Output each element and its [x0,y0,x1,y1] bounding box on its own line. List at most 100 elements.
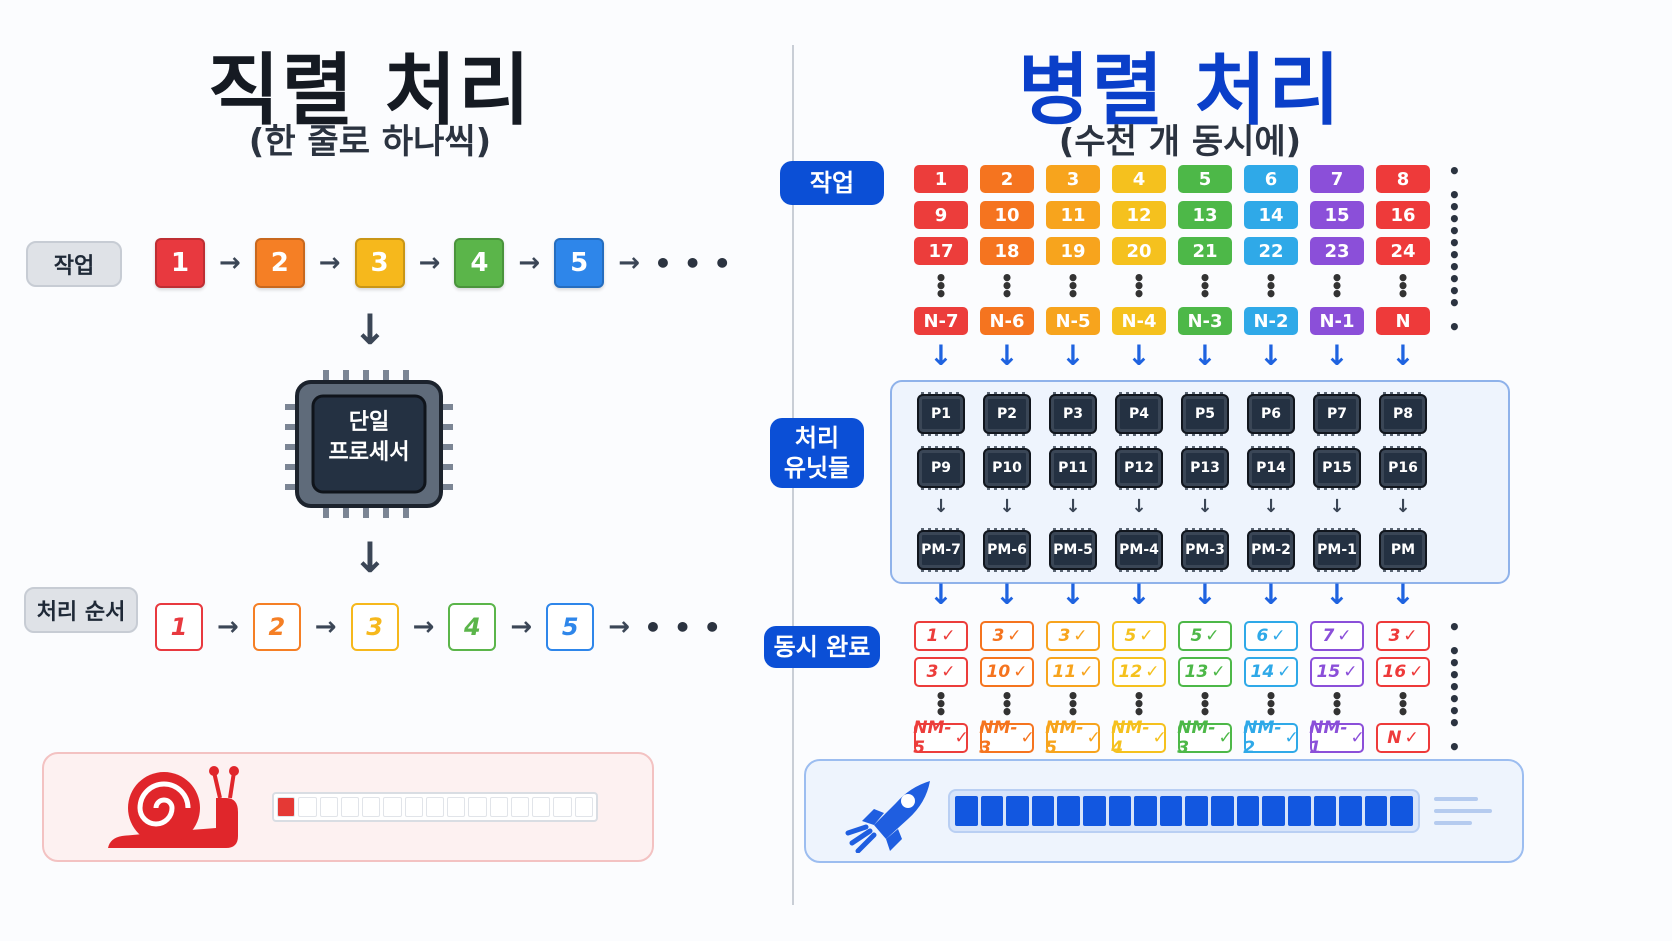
down-arrow-icon: ↓ [995,578,1019,611]
ellipsis: • • • [1448,195,1462,267]
cpu-chip-icon: P10 [983,448,1031,488]
grid-row: 1✓3✓3✓5✓5✓6✓7✓3✓ [914,621,1430,651]
arrow-right-icon: → [608,612,630,642]
progress-segment [1390,796,1413,826]
task-tile: 23 [1310,237,1364,265]
task-tile: N-3 [1178,307,1232,335]
cpu-chip-icon: P16 [1379,448,1427,488]
processing-unit: PM-1 [1310,528,1364,572]
cpu-chip-icon: P11 [1049,448,1097,488]
progress-segment [489,797,508,817]
completed-tile: 11✓ [1046,657,1100,687]
ellipsis: • • • [1448,687,1462,759]
cpu-chip-icon: P2 [983,394,1031,434]
check-icon: ✓ [1073,626,1088,646]
completed-tile: NM-2✓ [1243,718,1298,758]
processing-unit: P1 [914,392,968,436]
task-tile: N-1 [1310,307,1364,335]
completed-value: NM-4 [1111,718,1150,758]
cpu-chip-icon: PM-4 [1115,530,1163,570]
progress-segment [1364,796,1388,826]
vertical-ellipsis: ••• [1264,266,1278,306]
task-tile: 15 [1310,201,1364,229]
down-arrow-icon: ↓ [999,496,1015,517]
completed-value: NM-1 [1309,718,1348,758]
cpu-chip-icon: PM-3 [1181,530,1229,570]
parallel-tasks-label: 작업 [780,161,884,205]
check-icon: ✓ [954,728,969,748]
processing-unit: P16 [1376,446,1430,490]
down-arrow-icon: ↓ [1259,339,1283,372]
processing-unit: P2 [980,392,1034,436]
check-icon: ✓ [1350,728,1365,748]
completed-tile: 10✓ [980,657,1034,687]
completed-tile: 3✓ [1376,621,1430,651]
progress-segment [1006,796,1029,826]
processing-unit: P5 [1178,392,1232,436]
check-icon: ✓ [941,662,956,682]
arrow-right-icon: → [412,612,435,642]
down-arrow-icon: ↓ [1127,578,1151,611]
task-tile: 6 [1244,165,1298,193]
serial-progress-panel [42,752,654,862]
grid-row: ↓↓↓↓↓↓↓↓ [914,496,1430,517]
processing-unit: P7 [1310,392,1364,436]
vertical-ellipsis: ••• [934,266,948,306]
progress-segment [319,797,338,817]
parallel-title: 병렬 처리 [1017,46,1343,136]
processed-task-box: 2 [252,603,301,651]
down-arrow-icon: ↓ [352,305,388,354]
task-tile: N-6 [980,307,1034,335]
completed-value: 5 [1124,626,1137,646]
vertical-ellipsis: ••• [934,684,948,724]
task-tile: 21 [1178,237,1232,265]
progress-segment [1108,796,1132,826]
down-arrow-icon: ↓ [1131,496,1147,517]
down-arrow-icon: ↓ [1065,496,1081,517]
completed-value: 6 [1256,626,1269,646]
check-icon: ✓ [1007,626,1022,646]
check-icon: ✓ [1404,728,1419,748]
progress-segment [1031,796,1055,826]
ellipsis: • • • [1448,651,1462,723]
completed-tile: 5✓ [1112,621,1166,651]
processed-task-box: 3 [350,603,399,651]
down-arrow-icon: ↓ [1395,496,1411,517]
vertical-ellipsis: ••• [1264,684,1278,724]
task-tile: 17 [914,237,968,265]
check-icon: ✓ [1152,728,1167,748]
rocket-icon [845,781,930,853]
completed-value: NM-2 [1243,718,1282,758]
ellipsis: • • • [1448,615,1462,687]
progress-segment [1083,796,1106,826]
completed-tile: 3✓ [914,657,968,687]
completed-tile: 3✓ [980,621,1034,651]
progress-segment [1313,796,1337,826]
progress-segment [510,797,530,817]
task-tile: 20 [1112,237,1166,265]
completed-value: N [1387,728,1402,748]
completed-value: 1 [926,626,939,646]
processing-unit: PM-7 [914,528,968,572]
progress-segment [553,797,572,817]
progress-segment [1057,796,1081,826]
completed-value: 15 [1316,662,1341,682]
processing-unit: P3 [1046,392,1100,436]
cpu-chip-icon: P12 [1115,448,1163,488]
down-arrow-icon: ↓ [929,578,953,611]
down-arrow-icon: ↓ [1329,496,1345,517]
task-tile: 10 [980,201,1034,229]
ellipsis: • • • [1448,231,1462,303]
grid-row: 3✓10✓11✓12✓13✓14✓15✓16✓ [914,657,1430,687]
processing-unit: PM-2 [1244,528,1298,572]
completed-value: 7 [1322,626,1335,646]
progress-segment [404,797,423,817]
parallel-subtitle: (수천 개 동시에) [1058,122,1302,162]
check-icon: ✓ [1409,662,1424,682]
progress-segment [362,797,381,817]
processing-unit: PM-3 [1178,528,1232,572]
completed-value: NM-3 [979,718,1018,758]
